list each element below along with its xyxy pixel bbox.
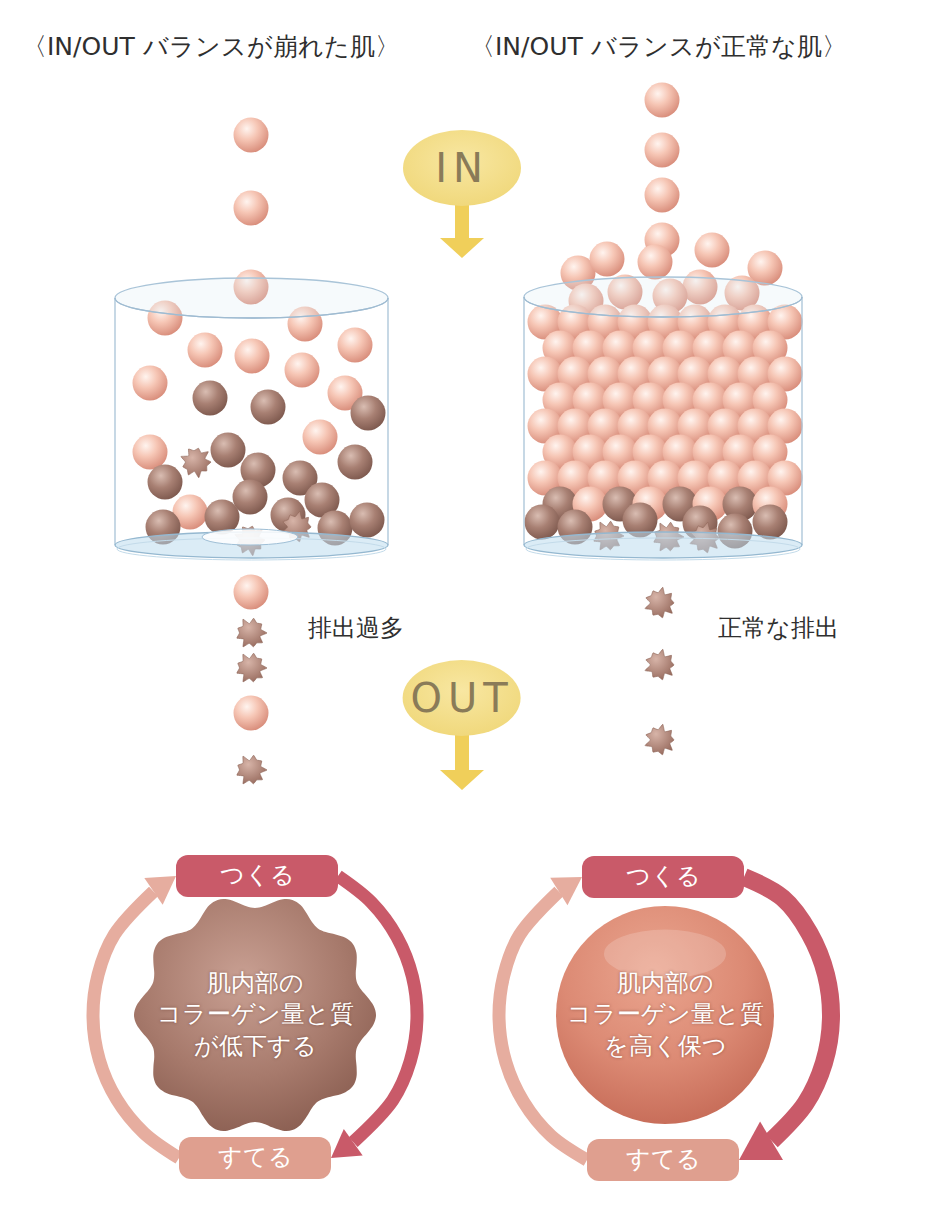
collagen-state: 肌内部の コラーゲン量と質 を高く保つ [554, 904, 776, 1126]
collagen-ball [234, 575, 269, 610]
collagen-ball [133, 435, 168, 470]
old-collagen [233, 480, 268, 515]
node-text: 肌内部の コラーゲン量と質 が低下する [155, 968, 355, 1062]
waste-particle [645, 587, 674, 618]
collagen-ball [645, 133, 680, 168]
node-text: OUT [410, 672, 513, 724]
collagen-state: 肌内部の コラーゲン量と質 が低下する [132, 892, 378, 1138]
node-text: すてる [626, 1144, 701, 1175]
old-collagen [211, 433, 246, 468]
node-text: IN [435, 142, 489, 194]
beaker-rim [115, 278, 388, 318]
cycle-band: すてる [587, 1139, 739, 1180]
node-text: 肌内部の コラーゲン量と質 を高く保つ [565, 968, 765, 1062]
old-collagen [148, 465, 183, 500]
flow-note: 排出過多 [308, 614, 404, 643]
collagen-ball [645, 83, 680, 118]
cycle-band: すてる [179, 1137, 331, 1178]
flow-arrow [440, 205, 484, 258]
old-collagen [251, 390, 286, 425]
arrow-head [144, 876, 176, 905]
flow-badge: OUT [392, 660, 531, 736]
old-collagen [525, 505, 560, 540]
old-collagen [753, 505, 788, 540]
cycle-band: つくる [176, 855, 338, 896]
collagen-ball [338, 328, 373, 363]
arrow-head [739, 1121, 783, 1160]
collagen-ball [234, 191, 269, 226]
collagen-ball [285, 353, 320, 388]
collagen-ball [188, 333, 223, 368]
waste-particle [237, 755, 267, 784]
collagen-ball [234, 696, 269, 731]
old-collagen [193, 381, 228, 416]
flow-badge: IN [403, 130, 521, 206]
cycle-band: つくる [582, 856, 744, 897]
node-text: つくる [626, 861, 701, 892]
beaker [524, 297, 802, 560]
waste-particle [237, 618, 267, 647]
collagen-ball [590, 242, 625, 277]
old-collagen [338, 445, 373, 480]
collagen-ball [235, 339, 270, 374]
column-heading: 〈IN/OUT バランスが正常な肌〉 [470, 32, 847, 62]
waste-particle [645, 724, 674, 755]
arrow-head [331, 1129, 363, 1158]
node-text: つくる [220, 860, 295, 891]
beaker [115, 298, 388, 560]
collagen-ball [303, 420, 338, 455]
waste-particle [181, 448, 211, 478]
collagen-ball [645, 178, 680, 213]
column-heading: 〈IN/OUT バランスが崩れた肌〉 [22, 32, 400, 62]
collagen-ball [638, 245, 673, 280]
flow-note: 正常な排出 [718, 614, 839, 643]
node-text: すてる [218, 1142, 293, 1173]
flow-arrow [440, 735, 484, 790]
particles [133, 83, 803, 784]
collagen-ball [234, 118, 269, 153]
arrow-head [550, 877, 582, 905]
beaker-rim [524, 277, 802, 317]
old-collagen [350, 503, 385, 538]
waste-particle [237, 653, 267, 682]
collagen-ball [133, 366, 168, 401]
old-collagen [351, 396, 386, 431]
collagen-ball [695, 233, 730, 268]
waste-particle [645, 649, 674, 680]
